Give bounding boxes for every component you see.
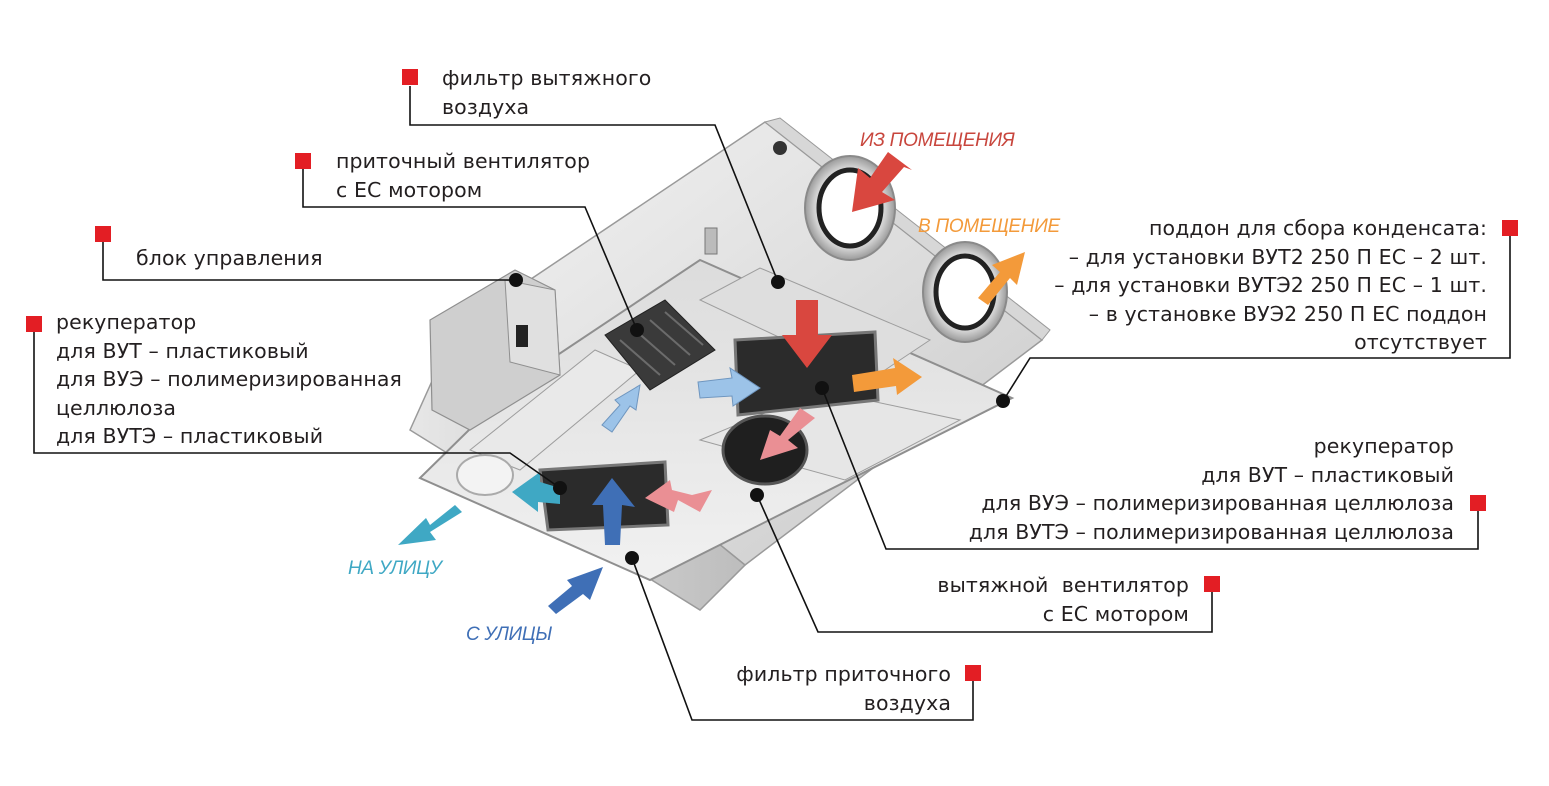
marker-condensate xyxy=(1502,220,1518,236)
callout-line: воздуха xyxy=(863,690,951,715)
marker-supply-filter xyxy=(965,665,981,681)
dot-recuperator-right xyxy=(815,381,829,395)
callout-line: для ВУЭ – полимеризированная целлюлоза xyxy=(981,491,1454,515)
dot-supply-filter xyxy=(625,551,639,565)
top-fitting xyxy=(773,141,787,155)
callout-line: для ВУТ – пластиковый xyxy=(56,338,309,363)
callout-line: фильтр приточного xyxy=(736,662,951,686)
leader-exhaust-fan xyxy=(756,494,1213,633)
marker-control-unit xyxy=(95,226,111,242)
supply-fan-block xyxy=(604,299,716,391)
arrow-from-street xyxy=(548,567,603,614)
arrow-to-room xyxy=(978,252,1025,305)
callout-line: блок управления xyxy=(136,246,323,270)
arrow-inner-exhaust xyxy=(782,300,832,368)
callout-line: приточный вентилятор xyxy=(336,149,591,173)
control-box-terminal xyxy=(516,325,528,347)
dot-supply-fan xyxy=(630,323,644,337)
callout-line: поддон для сбора конденсата: xyxy=(1149,216,1487,240)
marker-recuperator-right xyxy=(1470,495,1486,511)
callout-line: фильтр вытяжного xyxy=(442,66,652,90)
callout-line: для ВУТЭ – пластиковый xyxy=(56,424,324,448)
arrow-pink-left xyxy=(645,480,712,512)
callout-line: для ВУТ – пластиковый xyxy=(1201,462,1454,487)
callout-line: с ЕС мотором xyxy=(1042,601,1189,626)
flow-label-from-room: ИЗ ПОМЕЩЕНИЯ xyxy=(860,130,1015,151)
leader-recuperator-left xyxy=(33,330,561,489)
supply-fan-blades xyxy=(619,311,704,376)
callout-line: – в установке ВУЭ2 250 П ЕС поддон xyxy=(1088,301,1487,326)
arrow-to-street xyxy=(398,505,462,545)
arrow-pink-to-fan xyxy=(760,408,815,460)
callout-line: – для установки ВУТ2 250 П ЕС – 2 шт. xyxy=(1068,244,1487,269)
leader-condensate xyxy=(1002,235,1511,402)
street-duct-opening xyxy=(456,454,514,496)
callout-line: целлюлоза xyxy=(56,395,177,420)
dot-control-unit xyxy=(509,273,523,287)
leader-supply-filter xyxy=(631,557,974,721)
callout-line: рекуператор xyxy=(1313,434,1454,458)
air-flow-arrows xyxy=(398,152,1025,614)
callout-line: вытяжной вентилятор xyxy=(937,573,1189,597)
marker-exhaust-fan xyxy=(1204,576,1220,592)
leader-lines xyxy=(33,86,1511,721)
callout-recuperator-right: рекуператор для ВУТ – пластиковый для ВУ… xyxy=(969,432,1454,546)
callout-line: для ВУТЭ – полимеризированная целлюлоза xyxy=(968,519,1454,544)
dot-exhaust-filter xyxy=(771,275,785,289)
callout-exhaust-fan: вытяжной вентилятор с ЕС мотором xyxy=(937,571,1189,628)
callout-supply-filter: фильтр приточного воздуха xyxy=(736,660,951,717)
arrow-teal-inner xyxy=(512,472,560,512)
leader-exhaust-filter xyxy=(409,86,779,283)
flow-label-to-street: НА УЛИЦУ xyxy=(348,558,442,579)
callout-line: с ЕС мотором xyxy=(336,177,483,202)
callout-line: для ВУЭ – полимеризированная xyxy=(56,367,402,391)
callout-recuperator-left: рекуператор для ВУТ – пластиковый для ВУ… xyxy=(56,308,402,451)
callout-control-unit: блок управления xyxy=(136,244,323,273)
marker-recuperator-left xyxy=(26,316,42,332)
arrow-blue-inner xyxy=(592,478,635,545)
callout-exhaust-filter: фильтр вытяжного воздуха xyxy=(442,64,651,121)
callout-line: отсутствует xyxy=(1354,330,1487,354)
arrow-recirc-right xyxy=(697,366,761,407)
flow-label-from-street: С УЛИЦЫ xyxy=(466,624,552,645)
marker-exhaust-filter xyxy=(402,69,418,85)
leader-endpoints xyxy=(509,273,1010,565)
callout-condensate-tray: поддон для сбора конденсата: – для устан… xyxy=(1054,214,1487,357)
lid-latch xyxy=(704,227,718,255)
dot-recuperator-left xyxy=(553,481,567,495)
callout-supply-fan: приточный вентилятор с ЕС мотором xyxy=(336,147,590,204)
arrow-inner-supply xyxy=(852,358,922,395)
arrow-from-room xyxy=(852,152,912,212)
callout-line: – для установки ВУТЭ2 250 П ЕС – 1 шт. xyxy=(1054,273,1487,297)
callout-line: рекуператор xyxy=(56,310,197,334)
leader-recuperator-right xyxy=(821,387,1479,550)
leader-control-unit xyxy=(102,240,516,281)
leader-supply-fan xyxy=(302,168,638,331)
callout-line: воздуха xyxy=(442,94,530,119)
duct-spigot-to-room xyxy=(922,241,1008,343)
dot-exhaust-fan xyxy=(750,488,764,502)
flow-label-to-room: В ПОМЕЩЕНИЕ xyxy=(918,216,1060,237)
dot-condensate xyxy=(996,394,1010,408)
control-box-front xyxy=(504,279,561,376)
arrow-recirc-up xyxy=(601,384,641,433)
marker-supply-fan xyxy=(295,153,311,169)
